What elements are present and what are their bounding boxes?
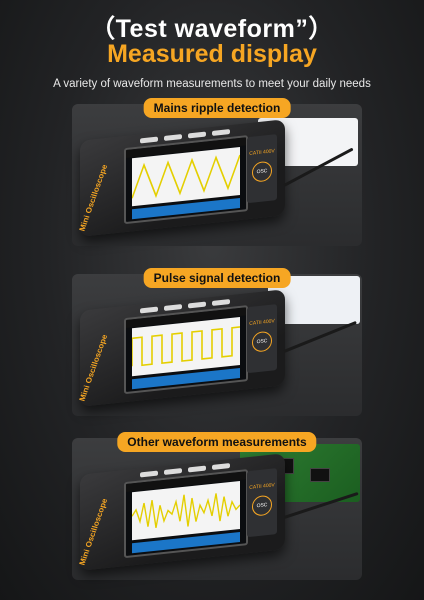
device-side-panel: CATII 400V OSC (247, 468, 277, 538)
device-label: Mini Oscilloscope (77, 497, 110, 567)
device-button (140, 136, 158, 144)
device-screen (124, 469, 248, 559)
device-button (212, 299, 230, 306)
device-button (188, 465, 206, 473)
board-chip (310, 468, 330, 482)
panel-mains-ripple: Mains ripple detection CATII 400V OSC Mi… (72, 98, 362, 246)
square-waveform (131, 326, 240, 367)
device-button (212, 463, 230, 470)
device-screen (124, 305, 248, 395)
osc-label: OSC (252, 160, 272, 183)
sawtooth-waveform (131, 154, 241, 199)
waveform-plot (131, 316, 240, 377)
device-button (164, 304, 182, 311)
cat-label: CATII 400V (249, 148, 275, 157)
waveform-plot (131, 480, 241, 541)
panel-label: Mains ripple detection (143, 98, 291, 118)
oscilloscope-device: CATII 400V OSC Mini Oscilloscope (77, 119, 285, 237)
cat-label: CATII 400V (249, 482, 275, 491)
osc-label: OSC (252, 494, 272, 517)
device-side-panel: CATII 400V OSC (247, 134, 277, 204)
device-label: Mini Oscilloscope (77, 163, 110, 233)
panel-label: Pulse signal detection (143, 268, 291, 288)
device-button (140, 306, 158, 314)
title-line-2: Measured display (107, 40, 317, 68)
panel-pulse-signal: Pulse signal detection CATII 400V OSC Mi… (72, 268, 362, 416)
device-button (188, 131, 206, 139)
device-button (164, 134, 182, 141)
panel-other-waveforms: Other waveform measurements CATII 400V O… (72, 432, 362, 580)
subtitle: A variety of waveform measurements to me… (53, 78, 371, 90)
modulated-waveform (131, 493, 241, 528)
device-label: Mini Oscilloscope (77, 333, 110, 403)
device-screen (124, 135, 248, 225)
device-button (164, 468, 182, 475)
osc-label: OSC (252, 330, 272, 353)
cat-label: CATII 400V (249, 318, 275, 327)
oscilloscope-device: CATII 400V OSC Mini Oscilloscope (77, 289, 285, 407)
waveform-plot (131, 146, 241, 207)
device-button (140, 470, 158, 478)
title-line-1: （Test waveform”） (90, 15, 334, 43)
oscilloscope-device: CATII 400V OSC Mini Oscilloscope (77, 453, 285, 571)
device-button (212, 129, 230, 136)
panel-label: Other waveform measurements (117, 432, 317, 452)
device-side-panel: CATII 400V OSC (247, 304, 277, 374)
device-button (188, 301, 206, 309)
